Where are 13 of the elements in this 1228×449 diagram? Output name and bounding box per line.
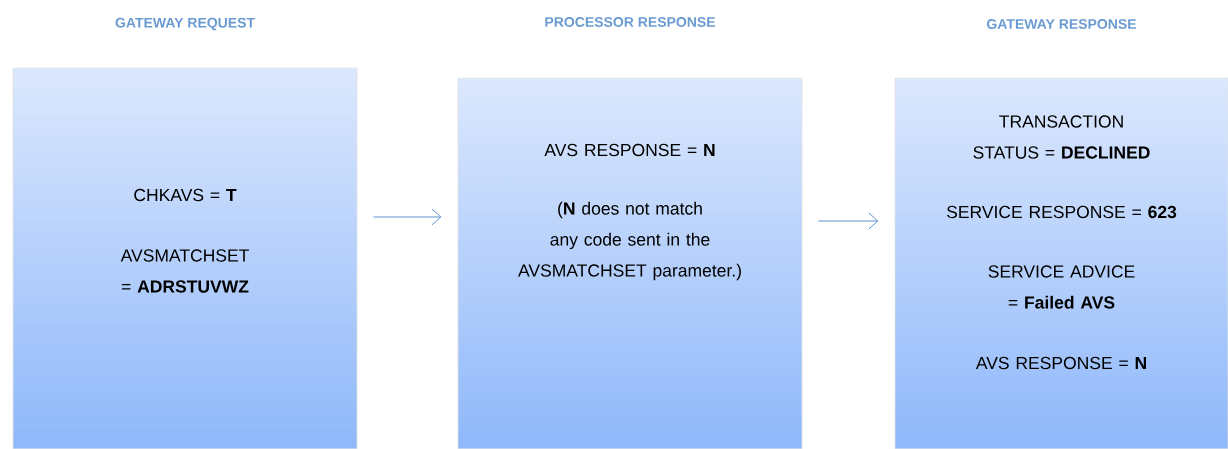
box-text: (N does not match any code sent in the AVSMATCHSET parameter.) (518, 201, 741, 281)
box-heading: GATEWAY REQUEST (115, 17, 255, 31)
box-text: SERVICE RESPONSE = 623 (946, 205, 1177, 219)
arrow (817, 212, 879, 230)
box-text: AVS RESPONSE = N (544, 143, 715, 157)
box-text: CHKAVS = T (134, 188, 237, 202)
box-text: TRANSACTION STATUS = DECLINED (973, 115, 1150, 159)
box-heading: PROCESSOR RESPONSE (545, 17, 716, 27)
box-heading: GATEWAY RESPONSE (987, 19, 1136, 29)
arrow (372, 208, 442, 226)
box-text: AVSMATCHSET = ADRSTUVWZ (120, 249, 249, 293)
box-text: SERVICE ADVICE = Failed AVS (988, 265, 1135, 309)
box-text: AVS RESPONSE = N (975, 356, 1146, 370)
